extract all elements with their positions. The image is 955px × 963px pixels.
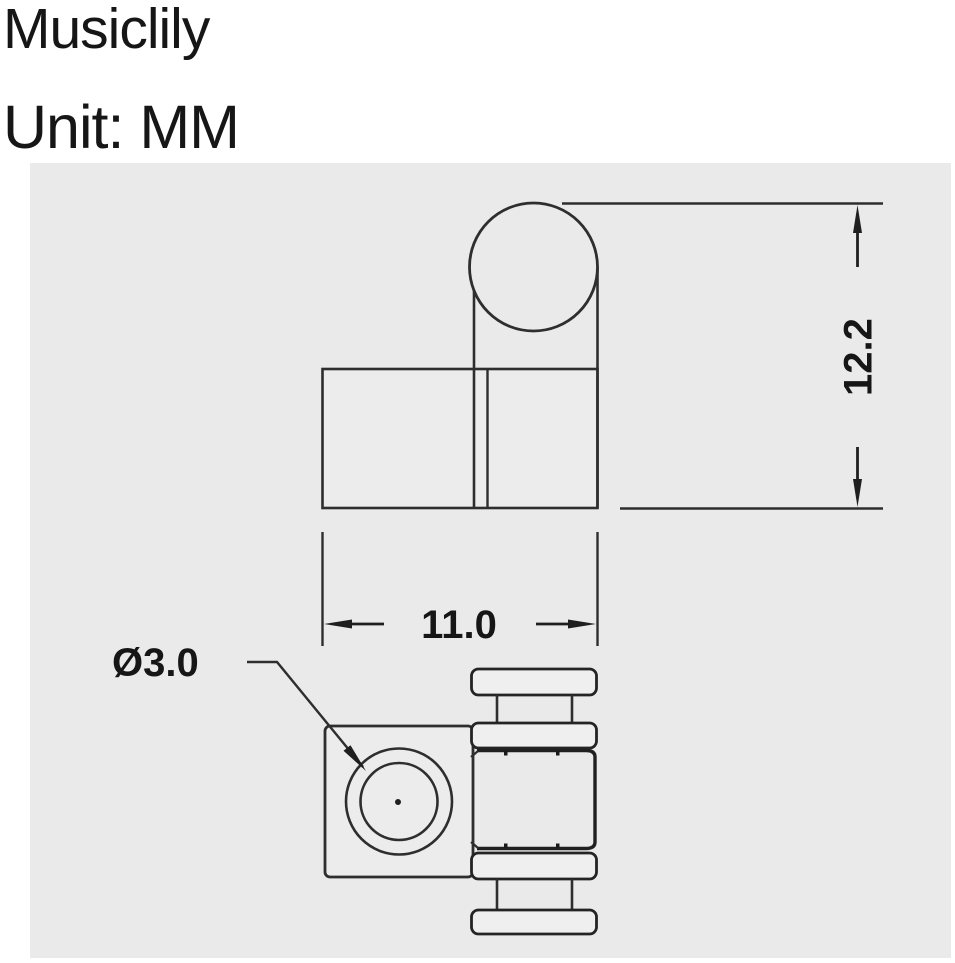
roller-flange-1: [470, 667, 598, 697]
barrel-tick-top-right: [556, 751, 560, 756]
height-arrow-down-icon: [853, 479, 862, 507]
hole-outer-circle: [344, 747, 454, 856]
barrel-tick-top-left: [504, 751, 508, 756]
width-arrow-left-icon: [324, 619, 352, 629]
unit-label: Unit: MM: [3, 93, 240, 161]
barrel-chamfer-bottom: [470, 841, 479, 849]
hole-leader-arrow-icon: [343, 745, 366, 771]
side-view-barrel-block: [321, 367, 599, 510]
bottom-view: [323, 667, 598, 936]
hole-center-mark: [395, 799, 401, 805]
hole-inner-circle: [359, 761, 439, 842]
hole-diameter-callout: Ø3.0: [112, 641, 366, 771]
dimension-height: 12.2: [562, 202, 883, 510]
width-arrow-right-icon: [568, 619, 596, 629]
barrel-tick-bottom-left: [504, 843, 508, 848]
roller-flange-4: [470, 908, 598, 936]
width-dimension-label: 11.0: [421, 603, 497, 647]
roller-flange-3: [470, 851, 598, 881]
height-arrow-up-icon: [853, 205, 862, 233]
hole-leader-line: [247, 660, 364, 768]
dimension-width: 11.0: [321, 532, 599, 647]
side-view-ball-top: [468, 201, 599, 333]
barrel-tick-bottom-right: [556, 843, 560, 848]
barrel-chamfer-top: [470, 750, 479, 758]
roller-barrel-outline: [477, 748, 597, 851]
hole-diameter-label: Ø3.0: [112, 641, 199, 685]
height-dimension-label: 12.2: [837, 318, 881, 396]
side-view: [321, 201, 599, 510]
brand-title: Musiclily: [3, 0, 210, 61]
roller-flange-2: [470, 721, 598, 750]
